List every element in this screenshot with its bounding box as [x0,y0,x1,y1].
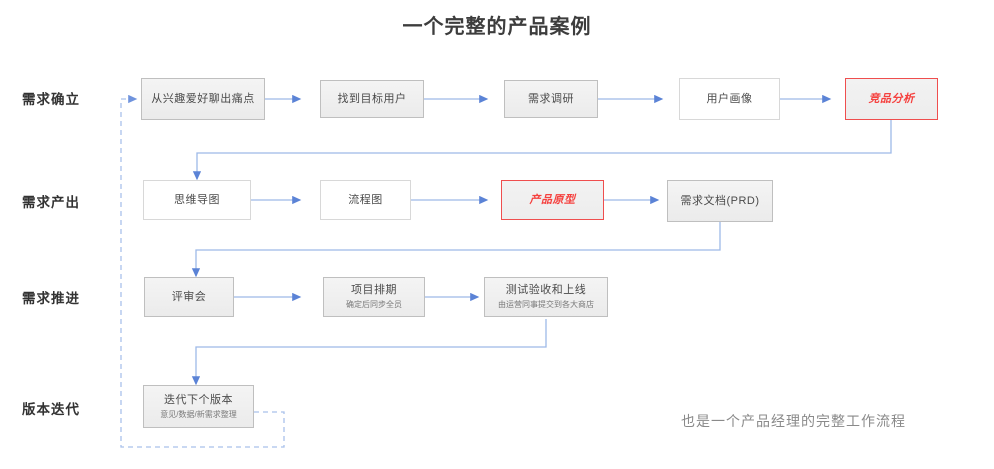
node-find-target-user[interactable]: 找到目标用户 [320,80,424,118]
arrow-n12-n13 [191,319,547,386]
node-title: 产品原型 [529,193,576,206]
node-flow-chart[interactable]: 流程图 [320,180,411,220]
node-review-meeting[interactable]: 评审会 [144,277,234,317]
row-label-requirement-advance: 需求推进 [22,291,80,306]
arrow-n5-n6 [192,120,892,181]
node-prd-document[interactable]: 需求文档(PRD) [667,180,773,222]
node-mind-map[interactable]: 思维导图 [143,180,251,220]
node-subtitle: 由运营同事提交到各大商店 [498,300,594,310]
dashed-feedback-loop [120,94,285,448]
node-next-version-iteration[interactable]: 迭代下个版本 意见/数据/新需求整理 [143,385,254,428]
node-requirement-research[interactable]: 需求调研 [504,80,598,118]
node-title: 需求调研 [528,92,574,105]
footer-caption: 也是一个产品经理的完整工作流程 [681,413,906,429]
node-subtitle: 意见/数据/新需求整理 [160,409,237,419]
page-title: 一个完整的产品案例 [402,16,592,38]
row-label-version-iteration: 版本迭代 [22,402,80,417]
node-test-and-release[interactable]: 测试验收和上线 由运营同事提交到各大商店 [484,277,608,317]
row-label-requirement-establish: 需求确立 [22,92,80,107]
node-title: 需求文档(PRD) [680,194,760,207]
node-title: 找到目标用户 [337,92,407,105]
node-title: 竞品分析 [868,92,915,105]
node-title: 迭代下个版本 [164,393,233,406]
node-product-prototype[interactable]: 产品原型 [501,180,604,220]
node-title: 项目排期 [351,284,397,297]
node-title: 测试验收和上线 [505,284,587,297]
node-pain-point-from-hobby[interactable]: 从兴趣爱好聊出痛点 [141,78,265,120]
node-title: 用户画像 [706,92,753,105]
node-project-schedule[interactable]: 项目排期 确定后同步全员 [323,277,425,317]
node-title: 评审会 [171,290,207,303]
node-subtitle: 确定后同步全员 [346,300,402,310]
arrow-n9-n10 [191,222,721,278]
node-title: 思维导图 [174,193,220,206]
node-competitor-analysis[interactable]: 竞品分析 [845,78,938,120]
row-label-requirement-output: 需求产出 [22,195,80,210]
node-title: 从兴趣爱好聊出痛点 [151,92,255,105]
node-title: 流程图 [348,193,383,206]
node-user-persona[interactable]: 用户画像 [679,78,780,120]
